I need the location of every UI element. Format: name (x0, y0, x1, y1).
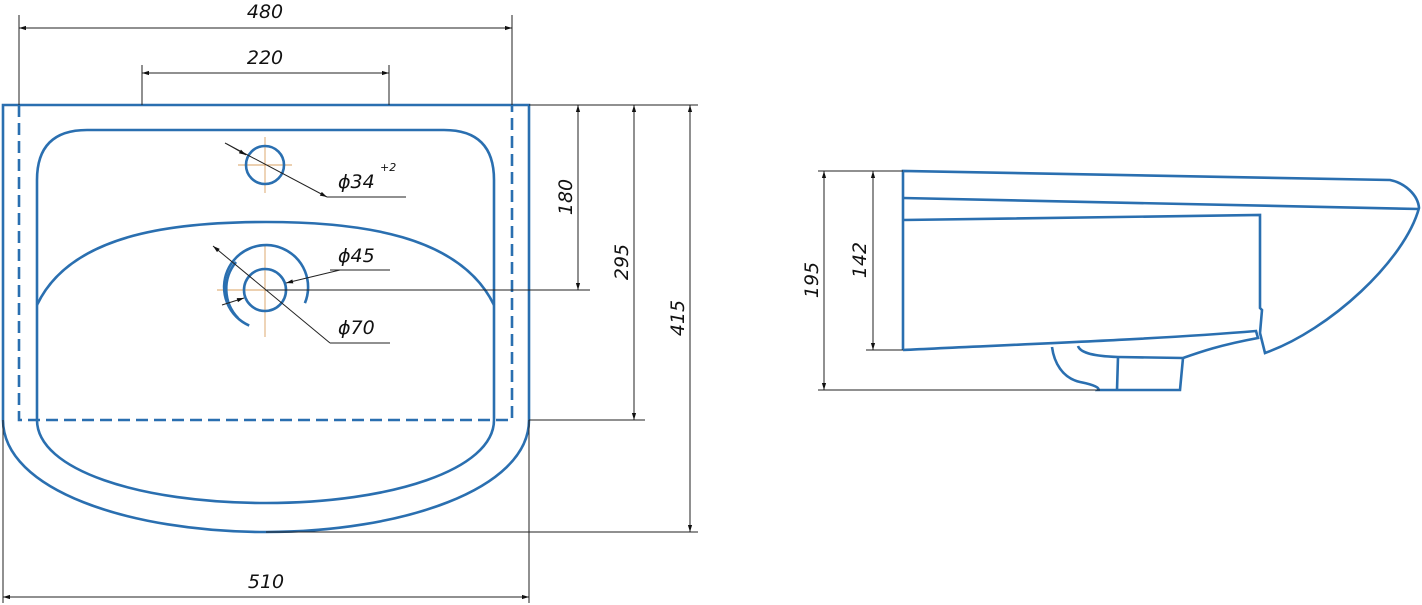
callout-tap-hole: ϕ34 (338, 171, 375, 193)
callout-tap-hole-tolerance: +2 (380, 161, 396, 174)
drain-outlet (1050, 346, 1185, 392)
dimensions-side-view (818, 170, 1100, 391)
tap-hole (224, 137, 406, 198)
dim-415: 415 (667, 300, 689, 336)
side-outline (901, 169, 1421, 355)
callout-drain-inner: ϕ45 (338, 245, 375, 267)
rim-line (902, 196, 1420, 211)
dim-220: 220 (247, 47, 283, 69)
dim-480: 480 (247, 1, 283, 23)
side-bottom (902, 329, 1260, 360)
dim-195: 195 (801, 262, 823, 298)
dim-180: 180 (555, 179, 577, 215)
dim-510: 510 (248, 571, 284, 593)
callout-drain-outer: ϕ70 (338, 317, 375, 339)
bowl-oval-edge (35, 220, 496, 306)
top-view: 480 220 510 180 295 415 ϕ34 +2 ϕ45 ϕ70 (1, 1, 698, 603)
dim-295: 295 (611, 244, 633, 280)
basin-inner-bowl (35, 128, 496, 505)
dim-142: 142 (849, 242, 871, 278)
side-view: 195 142 (801, 169, 1421, 392)
wall-hidden-line (17, 105, 514, 422)
dimensions-top-view (2, 15, 698, 603)
drain-hole (212, 243, 590, 344)
basin-outer-outline (1, 103, 531, 534)
